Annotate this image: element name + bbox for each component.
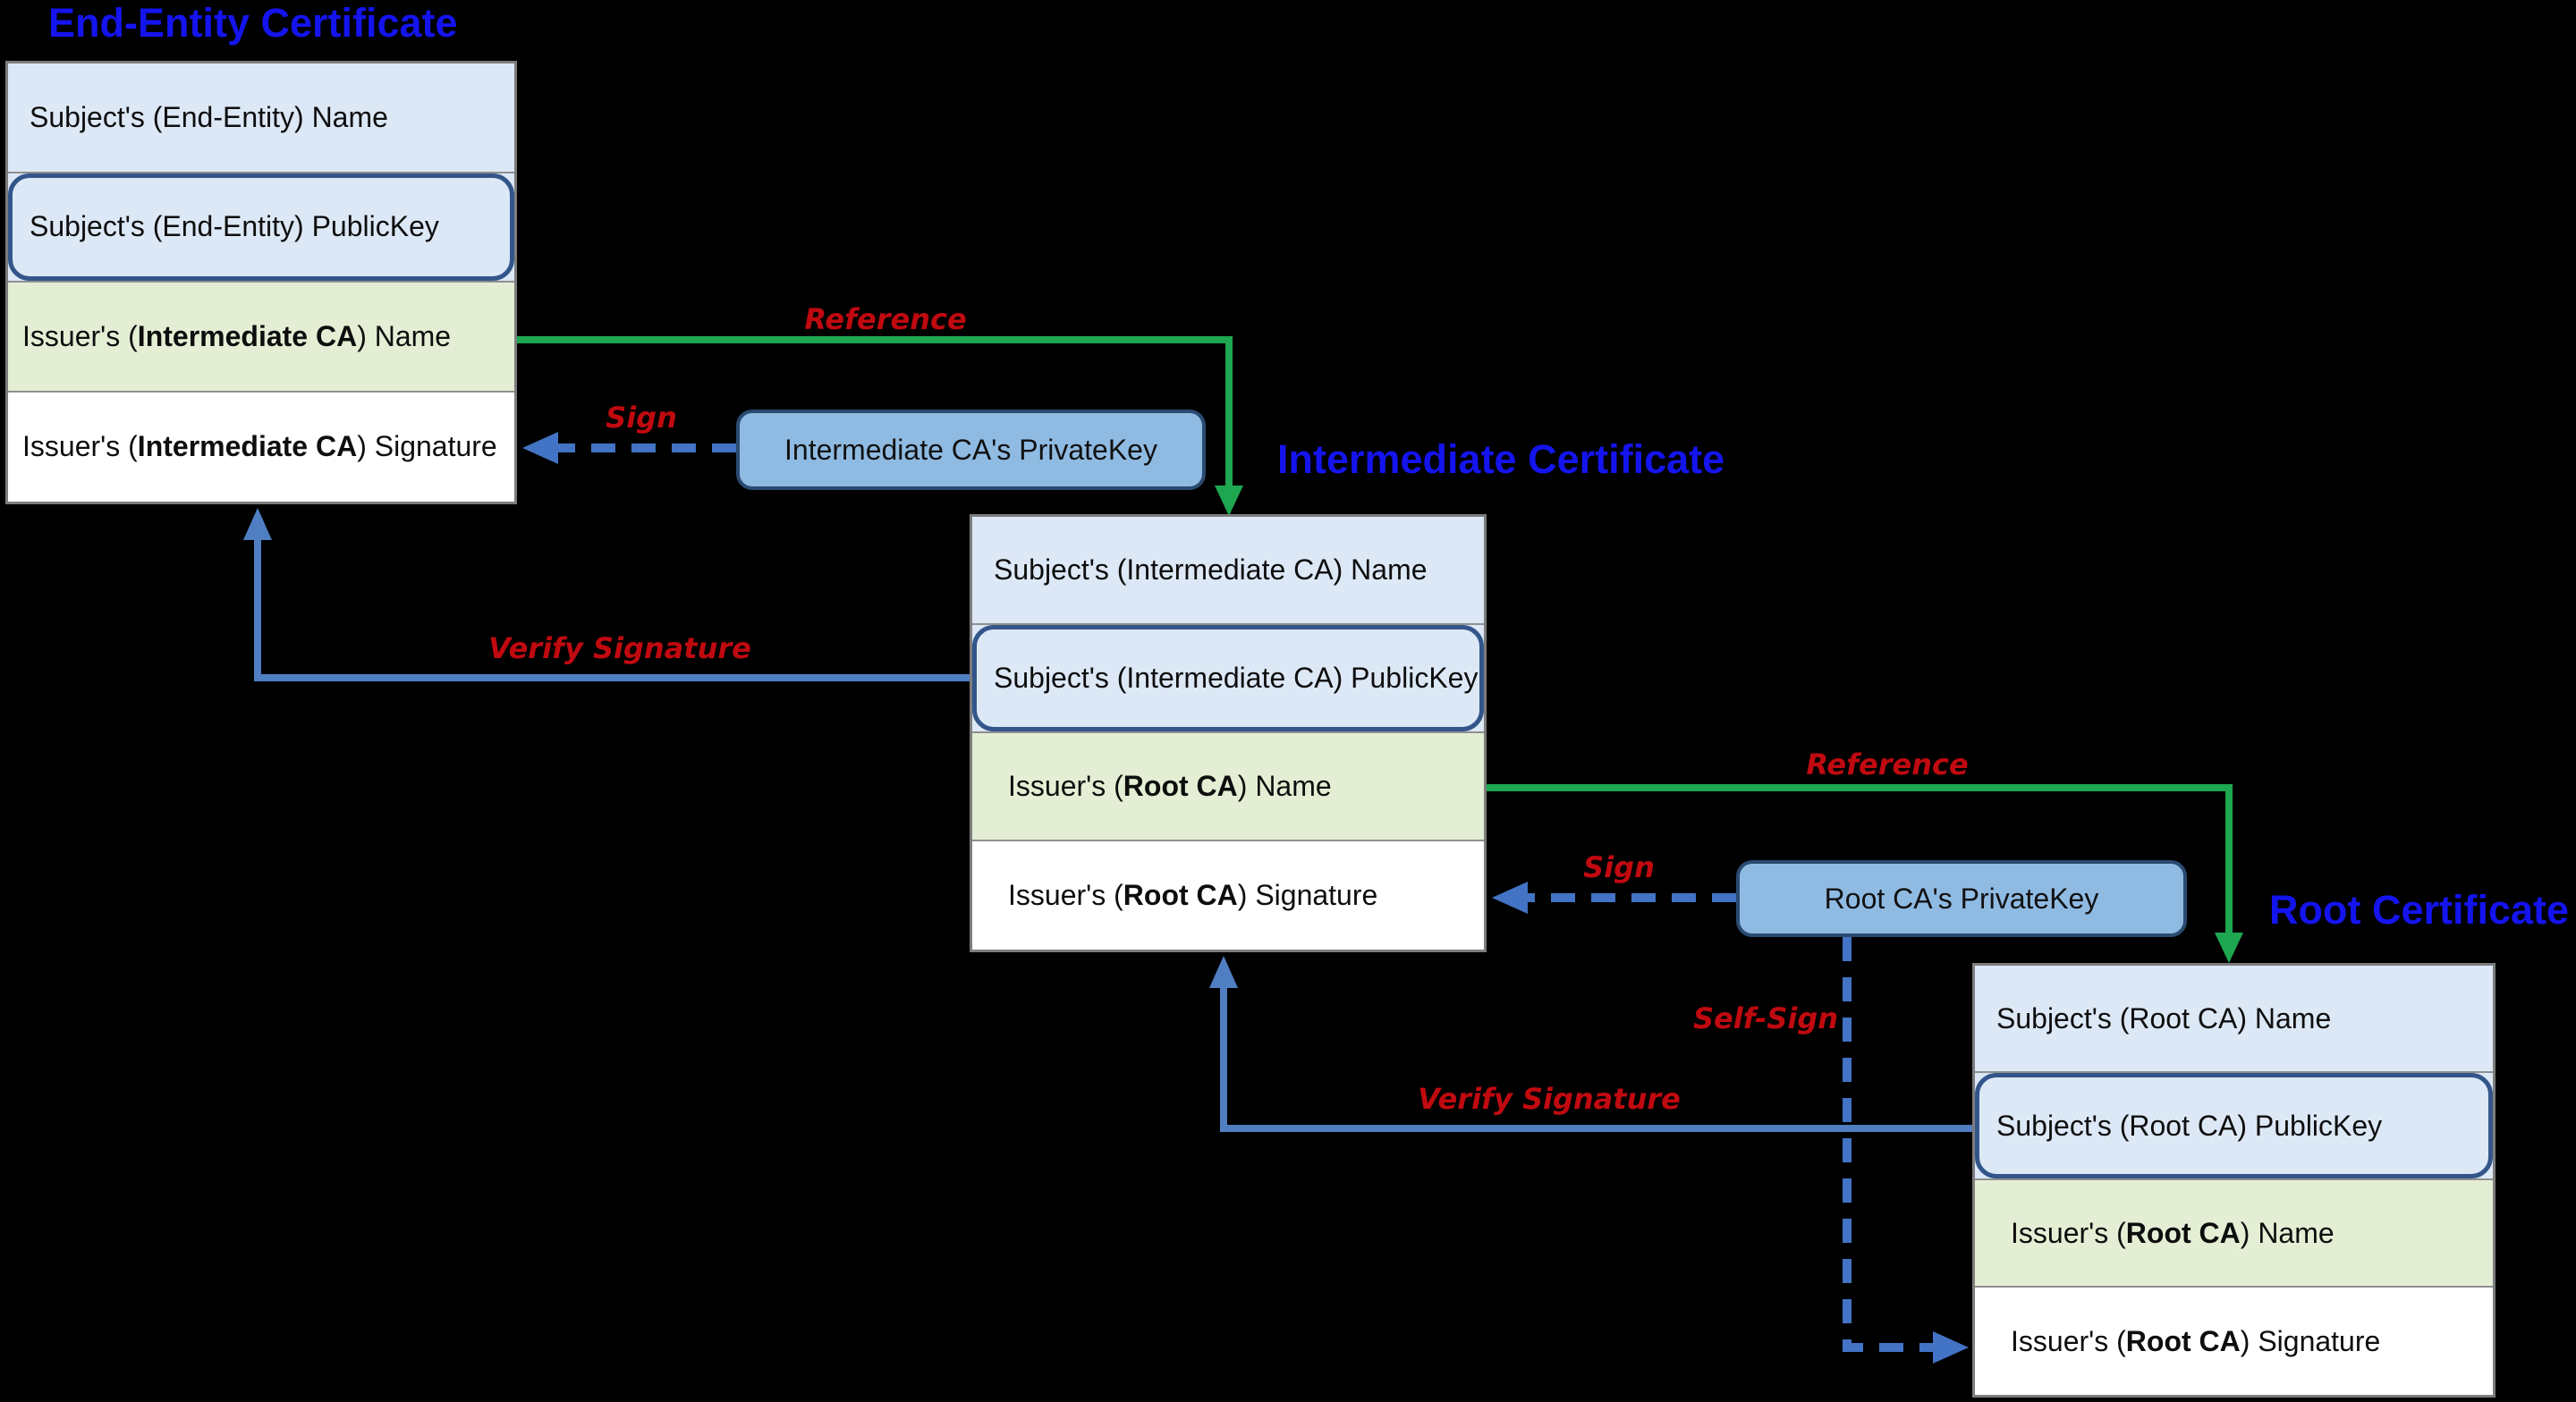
- end-entity-certificate-title: End-Entity Certificate: [48, 0, 458, 46]
- cert-row-subject-name: Subject's (Root CA) Name: [1975, 966, 2493, 1073]
- intermediate-certificate-title: Intermediate Certificate: [1277, 436, 1725, 482]
- cert-row-subject-publickey: Subject's (End-Entity) PublicKey: [8, 173, 514, 283]
- reference-label-1: Reference: [804, 302, 967, 336]
- row-text: Subject's (End-Entity) PublicKey: [30, 210, 439, 243]
- cert-row-subject-name: Subject's (End-Entity) Name: [8, 63, 514, 173]
- row-text: Subject's (Intermediate CA) Name: [994, 553, 1428, 586]
- cert-row-subject-name: Subject's (Intermediate CA) Name: [972, 517, 1484, 625]
- row-text: Issuer's (Root CA) Signature: [1008, 879, 1378, 911]
- verify-signature-arrowhead-1: [243, 508, 272, 540]
- reference-arrowhead-2: [2215, 933, 2243, 963]
- row-text: Issuer's (Root CA) Name: [1008, 770, 1332, 802]
- sign-label-1: Sign: [606, 401, 677, 435]
- reference-arrowhead-1: [1215, 486, 1243, 516]
- row-text: Subject's (End-Entity) Name: [30, 100, 388, 133]
- reference-label-2: Reference: [1806, 747, 1969, 781]
- cert-row-issuer-name: Issuer's (Root CA) Name: [1975, 1180, 2493, 1288]
- sign-arrowhead-1: [522, 432, 558, 464]
- row-text: Issuer's (Root CA) Signature: [2011, 1324, 2381, 1357]
- row-text: Subject's (Intermediate CA) PublicKey: [994, 662, 1479, 694]
- verify-signature-label-1: Verify Signature: [488, 631, 751, 665]
- self-sign-arrowhead: [1933, 1331, 1969, 1364]
- intermediate-certificate-box: Subject's (Intermediate CA) Name Subject…: [970, 514, 1487, 952]
- verify-signature-arrowhead-2: [1209, 956, 1238, 988]
- row-text: Subject's (Root CA) PublicKey: [1996, 1109, 2383, 1142]
- cert-row-subject-publickey: Subject's (Root CA) PublicKey: [1975, 1073, 2493, 1180]
- end-entity-certificate-box: Subject's (End-Entity) Name Subject's (E…: [5, 61, 517, 504]
- cert-row-issuer-signature: Issuer's (Root CA) Signature: [972, 841, 1484, 950]
- self-sign-arrow: [1843, 937, 1933, 1352]
- root-ca-privatekey-box: Root CA's PrivateKey: [1736, 860, 2187, 937]
- root-certificate-title: Root Certificate: [2269, 887, 2570, 933]
- sign-label-2: Sign: [1583, 850, 1655, 884]
- row-text: Subject's (Root CA) Name: [1996, 1001, 2332, 1035]
- cert-row-issuer-signature: Issuer's (Intermediate CA) Signature: [8, 392, 514, 502]
- self-sign-label: Self-Sign: [1692, 1001, 1839, 1035]
- verify-signature-label-2: Verify Signature: [1418, 1082, 1681, 1116]
- intermediate-ca-privatekey-box: Intermediate CA's PrivateKey: [736, 410, 1206, 490]
- row-text: Issuer's (Intermediate CA) Name: [22, 319, 452, 352]
- cert-row-issuer-name: Issuer's (Intermediate CA) Name: [8, 283, 514, 393]
- root-certificate-box: Subject's (Root CA) Name Subject's (Root…: [1972, 963, 2496, 1398]
- cert-row-subject-publickey: Subject's (Intermediate CA) PublicKey: [972, 625, 1484, 733]
- row-text: Issuer's (Root CA) Name: [2011, 1216, 2334, 1249]
- cert-row-issuer-name: Issuer's (Root CA) Name: [972, 733, 1484, 841]
- row-text: Issuer's (Intermediate CA) Signature: [22, 430, 497, 463]
- sign-arrowhead-2: [1492, 882, 1528, 914]
- cert-row-issuer-signature: Issuer's (Root CA) Signature: [1975, 1288, 2493, 1395]
